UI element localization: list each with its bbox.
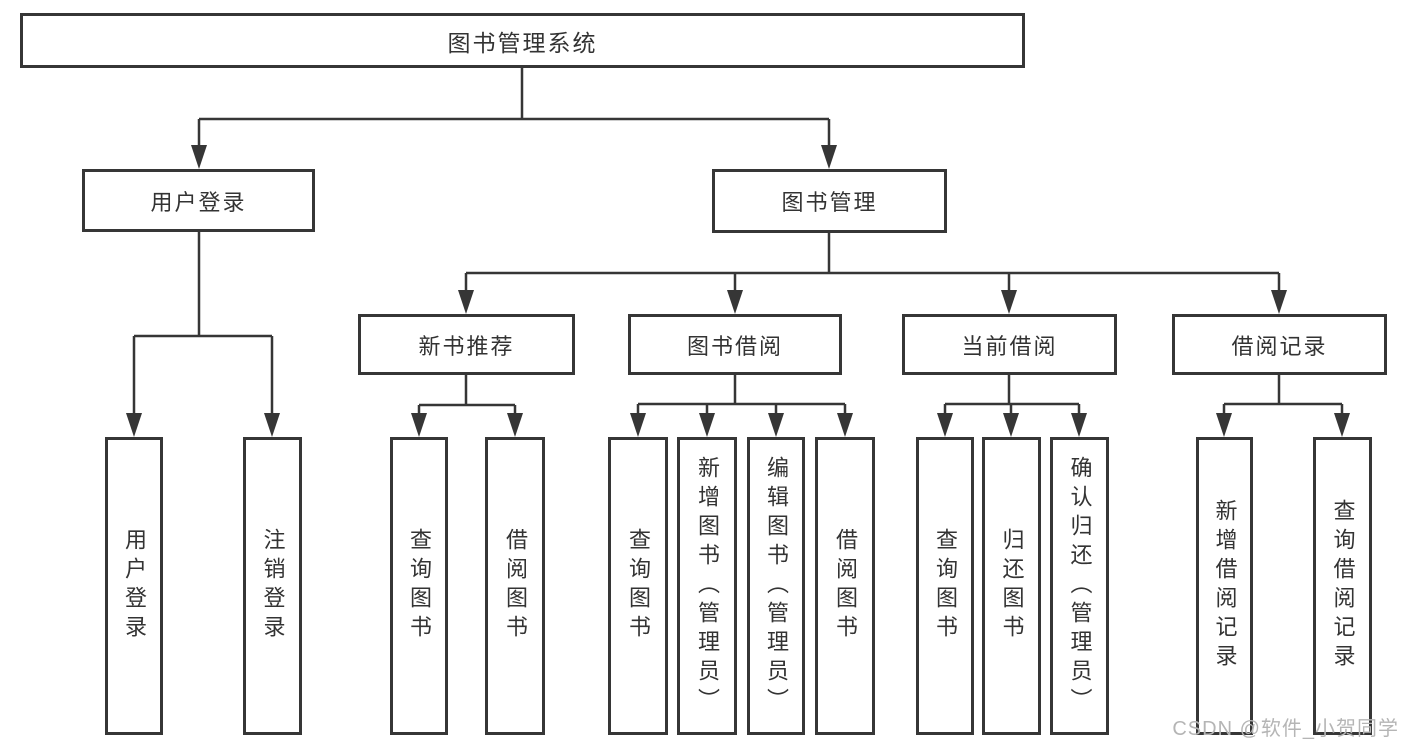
node-user-login-label: 用户登录 [150, 189, 247, 215]
leaf-add-book-admin: 新增图书（管理员） [677, 437, 737, 735]
node-new-book-recommend: 新书推荐 [358, 314, 575, 375]
leaf-user-login: 用户登录 [105, 437, 163, 735]
leaf-edit-book-admin: 编辑图书（管理员） [747, 437, 805, 735]
node-new-book-recommend-label: 新书推荐 [418, 333, 515, 359]
leaf-borrow-books-recommend: 借阅图书 [485, 437, 545, 735]
leaf-query-books-current-label: 查询图书 [933, 528, 958, 644]
node-current-borrowing: 当前借阅 [902, 314, 1117, 375]
leaf-query-borrow-record: 查询借阅记录 [1313, 437, 1372, 735]
node-current-borrowing-label: 当前借阅 [961, 333, 1058, 359]
leaf-return-books-label: 归还图书 [999, 528, 1025, 644]
leaf-confirm-return-admin-label: 确认归还（管理员） [1067, 455, 1093, 717]
leaf-confirm-return-admin: 确认归还（管理员） [1050, 437, 1109, 735]
leaf-query-books-current: 查询图书 [916, 437, 974, 735]
leaf-borrow-books-borrowing-label: 借阅图书 [833, 528, 858, 644]
leaf-query-books-borrowing: 查询图书 [608, 437, 668, 735]
node-book-management: 图书管理 [712, 169, 947, 233]
node-root: 图书管理系统 [20, 13, 1025, 68]
leaf-query-books-recommend-label: 查询图书 [407, 528, 432, 644]
leaf-add-borrow-record-label: 新增借阅记录 [1212, 499, 1238, 673]
node-book-borrowing: 图书借阅 [628, 314, 842, 375]
leaf-logout-label: 注销登录 [260, 528, 286, 644]
leaf-query-borrow-record-label: 查询借阅记录 [1330, 499, 1356, 673]
leaf-add-borrow-record: 新增借阅记录 [1196, 437, 1253, 735]
leaf-add-book-admin-label: 新增图书（管理员） [695, 455, 720, 717]
node-user-login: 用户登录 [82, 169, 315, 232]
node-book-management-label: 图书管理 [781, 190, 878, 215]
node-root-label: 图书管理系统 [447, 29, 598, 56]
leaf-user-login-label: 用户登录 [122, 528, 147, 644]
leaf-borrow-books-borrowing: 借阅图书 [815, 437, 875, 735]
leaf-borrow-books-recommend-label: 借阅图书 [503, 528, 528, 644]
leaf-edit-book-admin-label: 编辑图书（管理员） [764, 455, 789, 717]
leaf-query-books-borrowing-label: 查询图书 [626, 528, 651, 644]
node-book-borrowing-label: 图书借阅 [686, 333, 783, 359]
node-borrowing-records: 借阅记录 [1172, 314, 1387, 375]
leaf-return-books: 归还图书 [982, 437, 1041, 735]
leaf-logout: 注销登录 [243, 437, 302, 735]
csdn-watermark: CSDN @软件_小贺同学 [1172, 718, 1399, 740]
leaf-query-books-recommend: 查询图书 [390, 437, 448, 735]
node-borrowing-records-label: 借阅记录 [1231, 333, 1328, 359]
